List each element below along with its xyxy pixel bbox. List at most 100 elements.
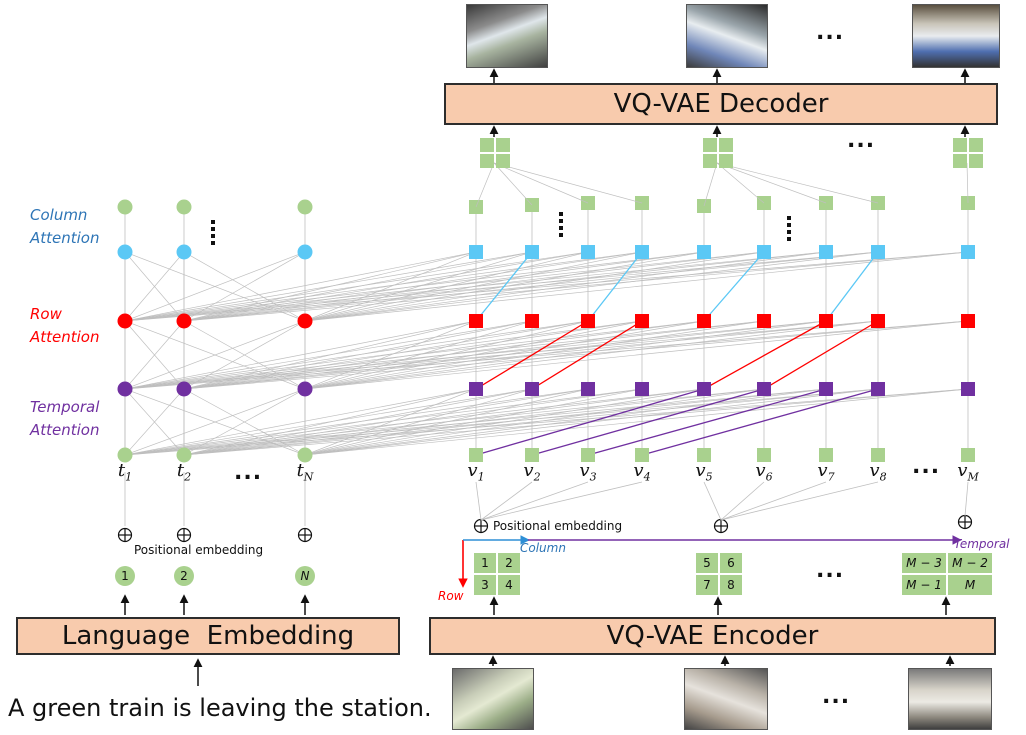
video-temporal-node	[635, 382, 649, 396]
patch-id: M − 3	[902, 553, 946, 573]
patch-id: 1	[474, 553, 496, 573]
row-attention-label: Row Attention	[30, 303, 100, 349]
attention-edge	[183, 388, 879, 456]
attention-edge	[304, 320, 533, 390]
token-subscript: 6	[765, 470, 773, 484]
column-axis-label: Column	[520, 541, 566, 555]
video-column-node	[469, 245, 483, 259]
vertical-ellipsis	[787, 230, 791, 234]
text-temporal-node	[176, 381, 192, 397]
video-input-node	[757, 448, 771, 462]
attention-edge	[183, 320, 533, 390]
text-position-id: 2	[174, 566, 194, 586]
decoder-fan-edge	[493, 162, 589, 204]
ellipsis: ...	[912, 454, 941, 479]
text-token-label: t1	[111, 460, 139, 484]
decoder-patch-grid	[953, 138, 983, 168]
video-input-node	[961, 448, 975, 462]
video-temporal-node	[525, 382, 539, 396]
video-input-node	[525, 448, 539, 462]
video-row-node	[469, 314, 483, 328]
attention-edge	[304, 320, 765, 390]
attention-edge	[304, 251, 477, 322]
decoded-frame	[466, 4, 548, 68]
token-connector	[720, 481, 827, 521]
video-column-node	[697, 245, 711, 259]
text-position-id: 1	[115, 566, 135, 586]
encoder-patch-grid-1: 1 2 3 4	[474, 553, 520, 595]
token-subscript: 4	[643, 470, 651, 484]
row-axis-label: Row	[438, 589, 464, 603]
ellipsis: ...	[816, 558, 845, 583]
decoder-patch-grid	[703, 138, 733, 168]
token-subscript: 2	[184, 470, 192, 484]
token-connector	[480, 481, 533, 521]
video-temporal-node	[697, 382, 711, 396]
attention-edge	[183, 251, 306, 322]
attention-edge	[124, 320, 643, 390]
attention-edge	[304, 320, 643, 390]
video-input-node	[469, 448, 483, 462]
token-subscript: 8	[879, 470, 887, 484]
attention-edge	[183, 388, 643, 456]
attention-edge	[124, 251, 306, 322]
video-input-node	[871, 448, 885, 462]
text-column-node	[176, 244, 192, 260]
attention-edge	[183, 251, 705, 322]
token-base: t	[117, 460, 126, 481]
encoder-patch-grid-2: 5 6 7 8	[696, 553, 742, 595]
temporal-edge	[641, 388, 879, 456]
vqvae-decoder-box: VQ-VAE Decoder	[444, 83, 998, 125]
attention-edge	[183, 320, 306, 390]
attention-edge	[183, 388, 705, 456]
vertical-ellipsis	[559, 212, 563, 216]
attention-edge	[304, 388, 765, 456]
temporal-edge	[587, 388, 827, 456]
decoder-fan-edge	[475, 162, 495, 208]
token-base: v	[755, 460, 766, 481]
video-temporal-node	[469, 382, 483, 396]
video-row-node	[819, 314, 833, 328]
input-caption: A green train is leaving the station.	[8, 694, 432, 722]
ellipsis: ...	[822, 684, 851, 709]
token-connector	[703, 481, 722, 521]
attention-edge	[304, 320, 589, 390]
text-output-node	[117, 199, 133, 215]
video-input-node	[635, 448, 649, 462]
row-attention-line1: Row	[30, 305, 62, 323]
text-input-node	[176, 447, 192, 463]
token-base: v	[817, 460, 828, 481]
attention-edges	[124, 203, 969, 456]
attention-edge	[183, 251, 879, 322]
video-token-label: v2	[518, 460, 546, 484]
input-frame	[908, 668, 992, 730]
attention-edge	[183, 388, 477, 456]
video-column-node	[757, 245, 771, 259]
video-token-label: v3	[574, 460, 602, 484]
row-edge	[475, 320, 589, 390]
decoded-frame	[686, 4, 768, 68]
ellipsis: ...	[816, 20, 845, 45]
vertical-ellipsis	[787, 237, 791, 241]
attention-edge	[183, 320, 589, 390]
patch-id: M − 1	[902, 575, 946, 595]
token-base: v	[467, 460, 478, 481]
row-edge	[531, 320, 643, 390]
ellipsis: ...	[847, 128, 876, 153]
vertical-ellipsis	[211, 241, 215, 245]
attention-edge	[124, 251, 643, 322]
attention-edge	[124, 388, 185, 456]
patch-id: 2	[498, 553, 520, 573]
attention-edge	[304, 388, 643, 456]
attention-edge	[183, 320, 643, 390]
video-temporal-node	[819, 382, 833, 396]
video-column-node	[819, 245, 833, 259]
patch-id: M − 2	[948, 553, 992, 573]
attention-edge	[304, 251, 643, 322]
attention-edge	[304, 251, 765, 322]
attention-edge	[304, 320, 879, 390]
text-output-node	[176, 199, 192, 215]
column-edge	[825, 251, 879, 322]
